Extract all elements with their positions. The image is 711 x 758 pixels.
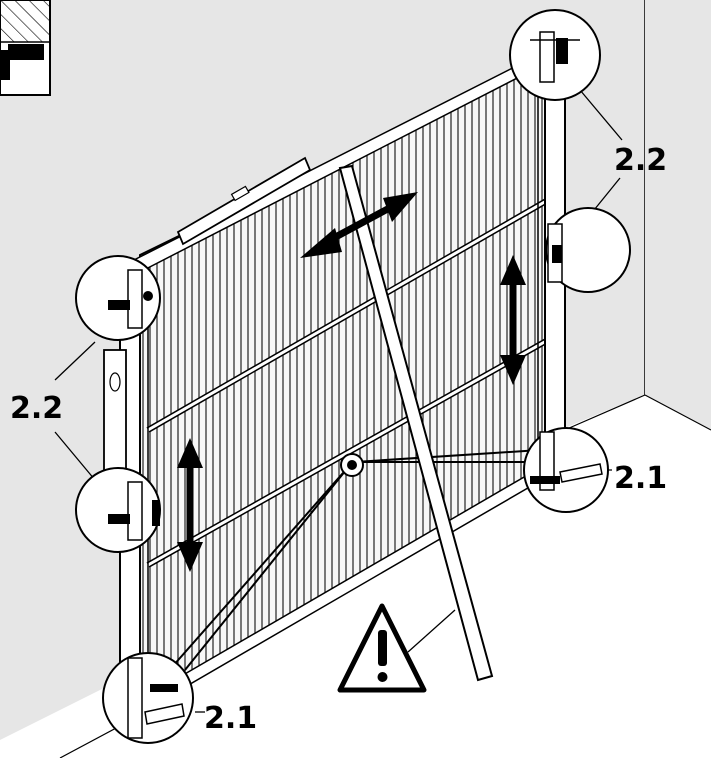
- centre-clamp-inner: [347, 460, 357, 470]
- support-prop: [338, 164, 494, 682]
- floor-edge-right: [559, 394, 646, 433]
- right-vertical-adjust-arrow: [500, 255, 526, 385]
- detail-circle-left-top: [75, 255, 161, 341]
- detail-circle-bottom-left: [102, 652, 194, 744]
- label-bottom-left: 2.1: [204, 701, 257, 736]
- left-vertical-adjust-arrow: [177, 438, 203, 572]
- brace-struts: [164, 449, 541, 676]
- detail-circle-top-right: [509, 9, 601, 101]
- spirit-level-vial: [230, 185, 250, 202]
- cross-bar-2-face: [147, 338, 549, 567]
- label-top-right: 2.2: [614, 143, 667, 178]
- detail-circle-left-mid: [75, 467, 161, 553]
- warning-triangle-icon: [337, 603, 427, 693]
- inset-detail-icon: [0, 0, 51, 96]
- side-wall: [645, 0, 711, 430]
- cross-bar-1-face: [147, 198, 549, 432]
- spirit-level-top: [176, 156, 312, 246]
- spirit-level-side-vial: [109, 372, 121, 392]
- detail-circle-right-mid: [545, 207, 631, 293]
- label-left-mid: 2.2: [10, 391, 63, 426]
- horizontal-adjust-arrow: [300, 192, 418, 258]
- floor-edge-side: [644, 394, 711, 431]
- label-right-floor: 2.1: [614, 461, 667, 496]
- detail-circle-right-floor: [523, 427, 609, 513]
